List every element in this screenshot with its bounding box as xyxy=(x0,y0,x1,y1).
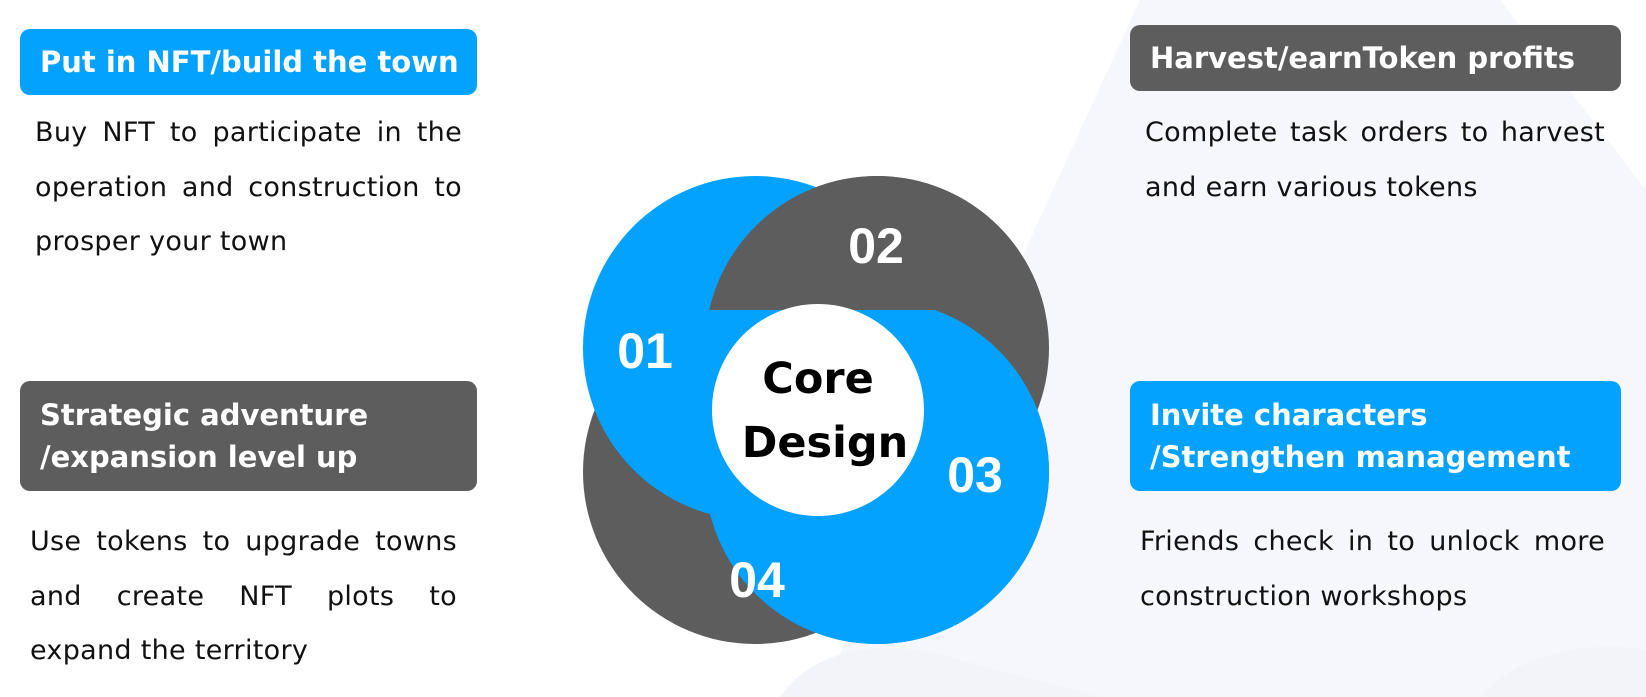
step-02-title: Harvest/earnToken profits xyxy=(1130,25,1621,91)
step-01-title: Put in NFT/build the town xyxy=(20,29,477,95)
center-label-line1: Core xyxy=(762,354,873,404)
center-circle xyxy=(712,304,924,516)
label-03: 03 xyxy=(947,447,1003,503)
center-label-line2: Design xyxy=(742,418,909,468)
step-02-description: Complete task orders to harvest and earn… xyxy=(1145,117,1605,203)
step-03-description: Friends check in to unlock more construc… xyxy=(1140,526,1605,612)
step-03-title: Invite characters /Strengthen management xyxy=(1130,381,1621,491)
core-design-cycle-diagram: 01 02 03 04 Core Design xyxy=(583,176,1049,644)
step-04-description: Use tokens to upgrade towns and create N… xyxy=(30,526,457,666)
label-01: 01 xyxy=(617,323,673,379)
ring-02-overlap xyxy=(705,176,1049,310)
step-01-description: Buy NFT to participate in the operation … xyxy=(35,117,462,257)
step-04-title: Strategic adventure /expansion level up xyxy=(20,381,477,491)
label-02: 02 xyxy=(848,218,904,274)
cycle-rings xyxy=(583,176,1049,644)
label-04: 04 xyxy=(729,552,785,608)
